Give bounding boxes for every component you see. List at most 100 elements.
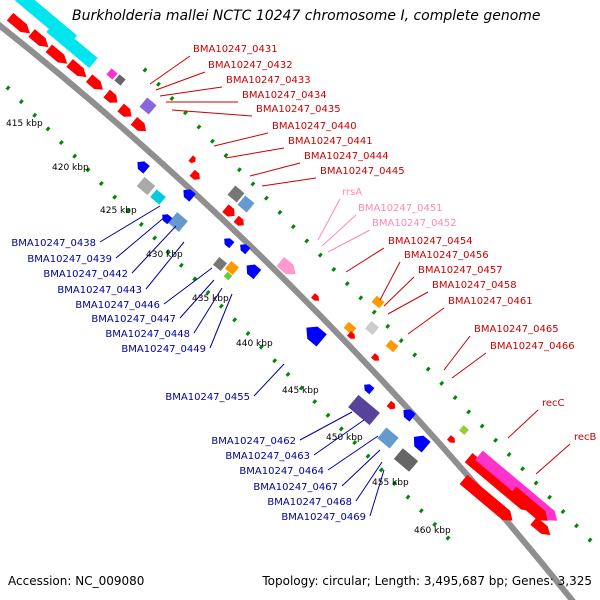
gene-feature[interactable] — [362, 382, 375, 395]
gene-feature[interactable] — [475, 450, 561, 526]
gene-label[interactable]: rrsA — [342, 187, 362, 198]
gene-label[interactable]: BMA10247_0451 — [358, 203, 443, 214]
gene-label[interactable]: BMA10247_0443 — [57, 285, 142, 296]
gene-feature[interactable] — [223, 271, 233, 281]
gene-feature[interactable] — [212, 256, 228, 272]
gene-feature[interactable] — [400, 406, 416, 422]
gene-feature[interactable] — [409, 431, 431, 453]
gene-feature[interactable] — [222, 236, 235, 249]
gene-feature[interactable] — [222, 204, 238, 219]
gene-label[interactable]: BMA10247_0435 — [256, 104, 341, 115]
gene-feature[interactable] — [508, 486, 552, 526]
gene-feature[interactable] — [168, 212, 188, 232]
gene-feature[interactable] — [134, 158, 150, 174]
gene-label[interactable]: BMA10247_0461 — [448, 296, 533, 307]
gene-feature[interactable] — [150, 189, 166, 205]
gene-feature[interactable] — [45, 44, 71, 67]
scale-tick — [125, 208, 131, 214]
gene-feature[interactable] — [233, 215, 247, 229]
gene-label[interactable]: BMA10247_0468 — [267, 497, 352, 508]
gene-label[interactable]: BMA10247_0448 — [105, 329, 190, 340]
gene-feature[interactable] — [348, 394, 380, 426]
gene-label[interactable]: BMA10247_0444 — [304, 151, 389, 162]
gene-label[interactable]: BMA10247_0446 — [75, 300, 160, 311]
gene-feature[interactable] — [224, 260, 240, 276]
gene-feature[interactable] — [139, 97, 157, 115]
label-leader — [407, 307, 445, 335]
gene-label[interactable]: BMA10247_0455 — [165, 392, 250, 403]
label-leader — [313, 419, 365, 456]
genome-summary-text: Topology: circular; Length: 3,495,687 bp… — [262, 574, 592, 588]
gene-label[interactable]: BMA10247_0469 — [281, 512, 366, 523]
gene-feature[interactable] — [393, 448, 419, 472]
gene-feature[interactable] — [371, 295, 385, 309]
gene-feature[interactable] — [6, 12, 33, 37]
gene-feature[interactable] — [136, 176, 156, 196]
gene-label[interactable]: BMA10247_0465 — [474, 324, 559, 335]
gene-feature[interactable] — [238, 242, 251, 255]
gene-feature[interactable] — [106, 68, 118, 80]
gene-feature[interactable] — [188, 155, 197, 164]
gene-feature[interactable] — [311, 293, 321, 303]
gene-feature[interactable] — [364, 320, 380, 336]
gene-feature[interactable] — [189, 169, 203, 183]
scale-tick — [138, 221, 144, 227]
gene-label[interactable]: BMA10247_0447 — [91, 314, 176, 325]
gene-feature[interactable] — [66, 59, 89, 81]
gene-feature[interactable] — [130, 117, 150, 135]
gene-label[interactable]: BMA10247_0441 — [288, 136, 373, 147]
gene-label[interactable]: BMA10247_0457 — [418, 265, 503, 276]
gene-label[interactable]: BMA10247_0454 — [388, 236, 473, 247]
gene-label[interactable]: BMA10247_0456 — [404, 250, 489, 261]
gene-feature[interactable] — [46, 22, 98, 68]
gene-feature[interactable] — [343, 321, 357, 335]
gene-feature[interactable] — [459, 474, 517, 525]
gene-label[interactable]: BMA10247_0440 — [272, 121, 357, 132]
gene-feature[interactable] — [237, 195, 255, 213]
gene-feature[interactable] — [114, 74, 126, 86]
gene-label[interactable]: recB — [574, 432, 597, 443]
gene-feature[interactable] — [530, 517, 553, 539]
gene-label[interactable]: BMA10247_0463 — [225, 451, 310, 462]
label-leader — [179, 279, 215, 319]
gene-feature[interactable] — [386, 400, 398, 412]
gene-label[interactable]: recC — [542, 398, 565, 409]
gene-label[interactable]: BMA10247_0442 — [43, 269, 128, 280]
gene-feature[interactable] — [459, 425, 469, 435]
scale-label: 460 kbp — [414, 526, 451, 536]
gene-feature[interactable] — [180, 186, 196, 202]
gene-label[interactable]: BMA10247_0458 — [432, 280, 517, 291]
gene-feature[interactable] — [85, 74, 106, 93]
tick-marks-outer — [142, 67, 593, 543]
scale-tick — [312, 399, 318, 405]
gene-feature[interactable] — [227, 185, 245, 203]
gene-label[interactable]: BMA10247_0452 — [372, 218, 457, 229]
gene-label[interactable]: BMA10247_0466 — [490, 341, 575, 352]
gene-feature[interactable] — [447, 435, 457, 445]
gene-feature[interactable] — [377, 427, 399, 449]
scale-tick — [272, 358, 278, 364]
gene-label[interactable]: BMA10247_0432 — [208, 60, 293, 71]
gene-label[interactable]: BMA10247_0467 — [253, 482, 338, 493]
accession-text: Accession: NC_009080 — [8, 574, 145, 588]
gene-label[interactable]: BMA10247_0449 — [121, 344, 206, 355]
gene-feature[interactable] — [103, 89, 120, 107]
gene-label[interactable]: BMA10247_0433 — [226, 75, 311, 86]
gene-label[interactable]: BMA10247_0431 — [193, 44, 278, 55]
scale-label: 425 kbp — [100, 206, 137, 216]
scale-tick — [218, 303, 224, 309]
gene-feature[interactable] — [117, 103, 134, 121]
gene-label[interactable]: BMA10247_0464 — [239, 466, 324, 477]
gene-feature[interactable] — [385, 339, 399, 353]
gene-feature[interactable] — [28, 29, 51, 51]
gene-label[interactable]: BMA10247_0445 — [320, 166, 405, 177]
gene-label[interactable]: BMA10247_0439 — [27, 254, 112, 265]
gene-feature[interactable] — [301, 321, 327, 347]
gene-feature[interactable] — [243, 261, 262, 280]
gene-feature[interactable] — [276, 256, 299, 279]
gene-feature[interactable] — [347, 331, 357, 341]
gene-label[interactable]: BMA10247_0434 — [242, 90, 327, 101]
gene-label[interactable]: BMA10247_0462 — [211, 436, 296, 447]
gene-label[interactable]: BMA10247_0438 — [11, 238, 96, 249]
gene-feature[interactable] — [371, 353, 381, 363]
